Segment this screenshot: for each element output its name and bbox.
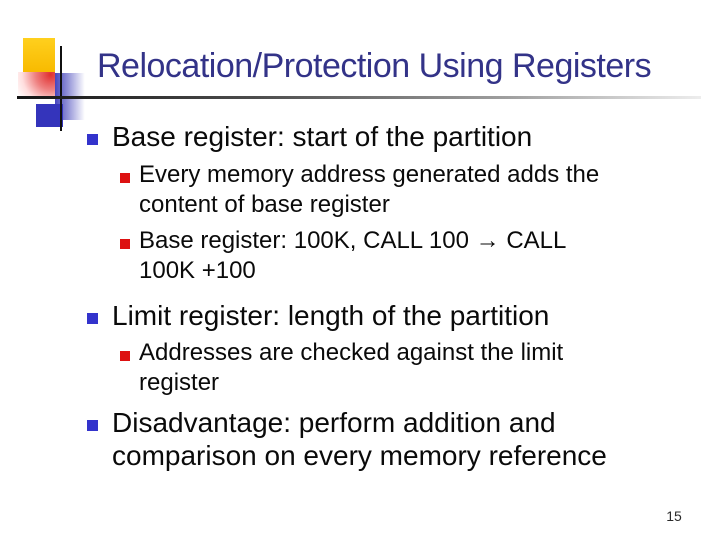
decor-vertical-line xyxy=(60,46,62,131)
bullet-item-level2: Addresses are checked against the limit … xyxy=(120,338,564,398)
bullet-text-line: comparison on every memory reference xyxy=(112,440,607,471)
decor-yellow-square-icon xyxy=(23,38,55,72)
decor-blue-square-icon xyxy=(36,104,63,127)
title-underline-rule xyxy=(17,96,701,99)
bullet-text-line: content of base register xyxy=(139,191,390,218)
slide-title: Relocation/Protection Using Registers xyxy=(97,47,652,85)
bullet-item-level1: Disadvantage: perform addition and compa… xyxy=(87,406,607,472)
blue-square-bullet-icon xyxy=(87,134,98,145)
bullet-text-line: register xyxy=(139,369,220,396)
bullet-text-line: Disadvantage: perform addition and xyxy=(112,407,556,438)
bullet-item-level2: Every memory address generated adds the … xyxy=(120,160,600,220)
decor-red-gradient-square-icon xyxy=(18,72,55,97)
red-square-bullet-icon xyxy=(120,173,130,183)
blue-square-bullet-icon xyxy=(87,420,98,431)
bullet-text-line: 100K +100 xyxy=(139,257,256,284)
blue-square-bullet-icon xyxy=(87,313,98,324)
bullet-text-line: Base register: 100K, CALL 100 → CALL xyxy=(139,227,567,254)
bullet-item-level2: Base register: 100K, CALL 100 → CALL 100… xyxy=(120,226,567,286)
bullet-text-line: Addresses are checked against the limit xyxy=(139,339,564,366)
bullet-text-line: Every memory address generated adds the xyxy=(139,161,600,188)
page-number: 15 xyxy=(666,508,682,524)
bullet-text: Limit register: length of the partition xyxy=(112,300,550,331)
red-square-bullet-icon xyxy=(120,351,130,361)
bullet-item-level1: Limit register: length of the partition xyxy=(87,299,550,332)
bullet-item-level1: Base register: start of the partition xyxy=(87,120,533,153)
bullet-text: Base register: start of the partition xyxy=(112,121,533,152)
red-square-bullet-icon xyxy=(120,239,130,249)
